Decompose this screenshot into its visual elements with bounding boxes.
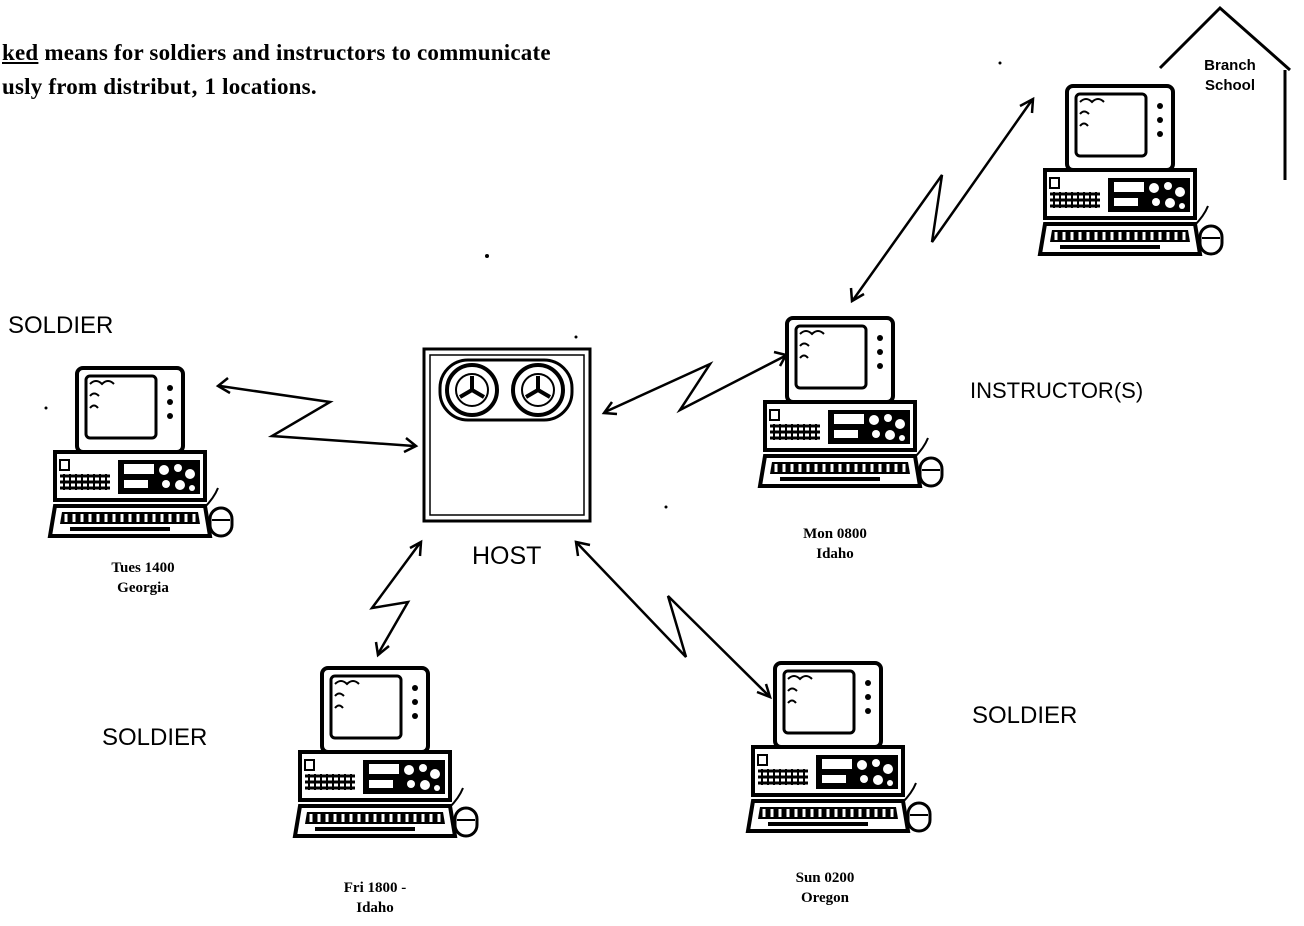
branch-school-label: Branch School [1190,56,1270,96]
label-instructor: INSTRUCTOR(S) [970,378,1144,403]
caption-place: Idaho [356,900,394,916]
caption-place: Idaho [816,546,854,562]
house-icon [1158,5,1291,180]
caption-time: Sun 0200 [795,870,855,886]
header-line-1: ked means for soldiers and instructors t… [2,40,551,66]
speck [44,406,48,410]
tape-reel-icon [438,358,574,422]
arrowhead [601,401,618,416]
caption-time: Tues 1400 [111,560,175,576]
arrowhead [756,683,772,700]
speck [485,254,489,258]
arrowhead [215,377,231,395]
arrowhead [773,350,788,367]
label-soldier-west: SOLDIER [8,312,114,339]
computer-soldier-south [293,666,479,838]
computer-instructor [758,316,944,488]
arrowhead [374,641,390,658]
computer-icon [758,316,944,488]
arrowhead [409,539,423,557]
lightning-link-icon [576,542,770,697]
caption-soldier-south: Fri 1800 - Idaho [320,878,430,918]
label-soldier-south: SOLDIER [102,724,208,751]
caption-soldier-southeast: Sun 0200 Oregon [770,868,880,908]
host-label: HOST [472,542,542,570]
computer-soldier-west [48,366,234,538]
arrowhead [849,287,865,304]
caption-time: Fri 1800 - [343,880,407,896]
speck [998,61,1002,65]
lightning-link-icon [369,542,422,655]
header-underlined-fragment: ked [2,40,39,65]
lightning-link-icon [604,354,786,414]
caption-soldier-west: Tues 1400 Georgia [88,558,198,598]
computer-icon [48,366,234,538]
computer-soldier-southeast [746,661,932,833]
arrowhead [574,540,591,557]
caption-instructor: Mon 0800 Idaho [780,524,890,564]
arrowhead [1019,96,1035,114]
computer-icon [746,661,932,833]
branch-school-line-2: School [1204,77,1255,94]
computer-branch-school [1038,84,1224,256]
branch-school-line-1: Branch [1204,57,1256,74]
computer-icon [1038,84,1224,256]
header-line-1-text: means for soldiers and instructors to co… [38,40,551,65]
caption-place: Oregon [800,890,850,906]
caption-time: Mon 0800 [803,526,867,542]
arrowhead [403,437,419,454]
host-computer [422,347,592,523]
computer-icon [293,666,479,838]
speck [574,335,578,339]
header-line-2: usly from distribut‚ 1 locations. [2,74,317,99]
speck [664,505,668,509]
label-soldier-southeast: SOLDIER [972,702,1078,729]
lightning-link-icon [219,384,415,448]
caption-place: Georgia [117,580,169,596]
lightning-link-icon [851,99,1034,301]
